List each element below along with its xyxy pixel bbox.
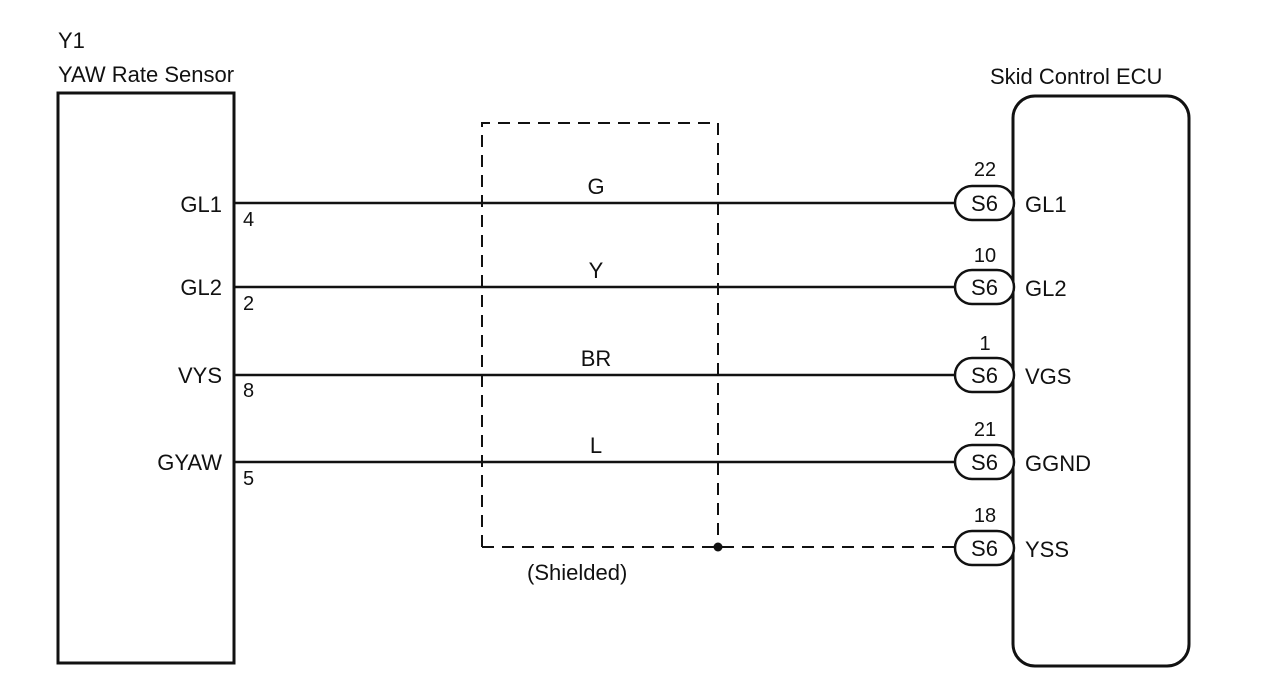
connector-capsule — [953, 268, 1016, 306]
connector-capsule — [953, 529, 1016, 567]
shield-label: (Shielded) — [527, 560, 627, 585]
ecu-pin-number: 1 — [979, 333, 990, 355]
connector-label: S6 — [971, 191, 998, 216]
ecu-terminal-label: GGND — [1025, 451, 1091, 476]
ecu-pin-number: 10 — [974, 245, 996, 267]
ecu-pin-number: 21 — [974, 419, 996, 441]
connector-capsule — [953, 184, 1016, 222]
shield-outline — [481, 122, 719, 547]
sensor-pin-number: 8 — [243, 380, 254, 402]
sensor-pin-number: 4 — [243, 209, 254, 231]
ecu-terminal-label: VGS — [1025, 364, 1071, 389]
ecu-terminal-label: YSS — [1025, 537, 1069, 562]
connector-label: S6 — [971, 275, 998, 300]
sensor-terminal-label: GYAW — [157, 450, 222, 475]
sensor-box — [56, 91, 236, 665]
sensor-name: YAW Rate Sensor — [58, 62, 234, 87]
connector-capsule — [953, 443, 1016, 481]
wire-color-label: Y — [589, 258, 604, 283]
shield-wire-row: 18 S6 YSS — [953, 505, 1069, 567]
ecu-terminal-label: GL2 — [1025, 276, 1067, 301]
connector-label: S6 — [971, 536, 998, 561]
wire-row: GL1 4 G 22 S6 GL1 — [180, 159, 1066, 231]
ecu-pin-number: 22 — [974, 159, 996, 181]
sensor-terminal-label: VYS — [178, 363, 222, 388]
connector-label: S6 — [971, 450, 998, 475]
sensor-id: Y1 — [58, 28, 85, 53]
wire-color-label: G — [587, 174, 604, 199]
connector-label: S6 — [971, 363, 998, 388]
wire-color-label: BR — [581, 346, 612, 371]
sensor-pin-number: 5 — [243, 468, 254, 490]
ecu-pin-number: 18 — [974, 505, 996, 527]
sensor-terminal-label: GL2 — [180, 275, 222, 300]
wire-row: GYAW 5 L 21 S6 GGND — [157, 419, 1091, 490]
connector-capsule — [953, 356, 1016, 394]
wire-color-label: L — [590, 433, 602, 458]
wire-row: GL2 2 Y 10 S6 GL2 — [180, 245, 1066, 315]
sensor-terminal-label: GL1 — [180, 192, 222, 217]
ecu-name: Skid Control ECU — [990, 64, 1162, 89]
sensor-pin-number: 2 — [243, 293, 254, 315]
wire-row: VYS 8 BR 1 S6 VGS — [178, 333, 1072, 402]
ecu-terminal-label: GL1 — [1025, 192, 1067, 217]
shield-junction-dot — [713, 542, 723, 552]
